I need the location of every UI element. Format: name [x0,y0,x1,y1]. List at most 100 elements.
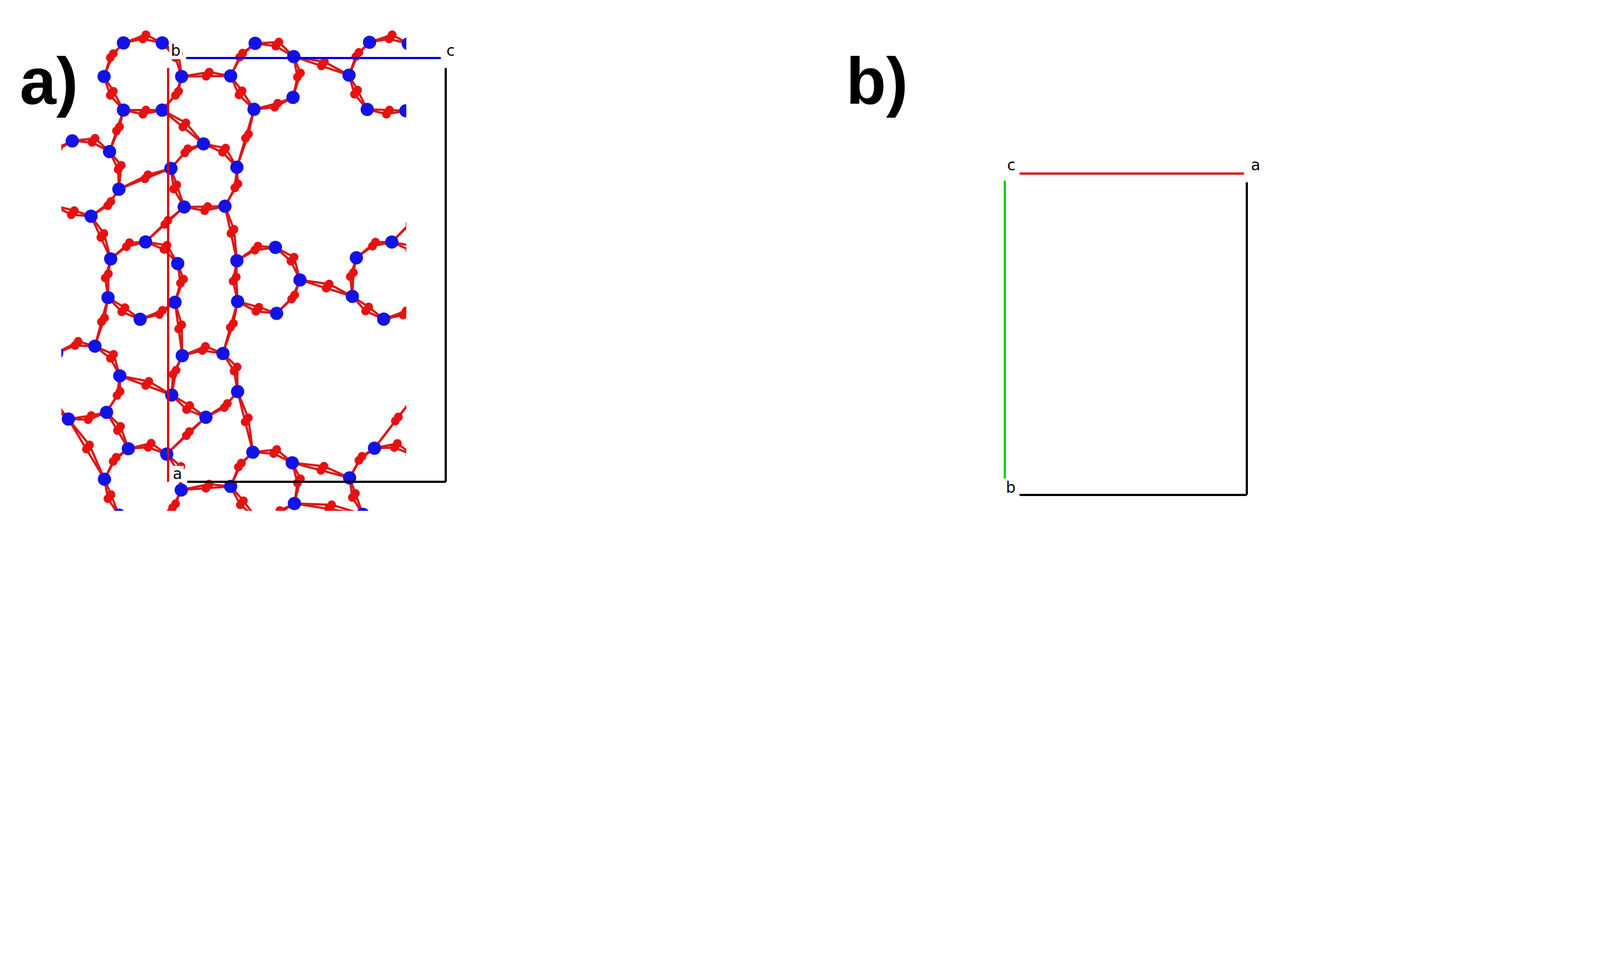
oxygen-atom [84,440,94,450]
oxygen-atom [171,365,181,375]
axis-label: b [1004,479,1018,497]
silicon-atom [101,290,115,304]
oxygen-atom [144,377,154,387]
axis-label: c [444,42,457,60]
oxygen-atom [350,488,360,498]
framework-view-a [36,30,797,936]
silicon-atom [139,235,153,249]
oxygen-atom [354,48,364,57]
silicon-atom [406,448,407,462]
axis-label: a [1249,157,1262,174]
silicon-atom [363,35,377,49]
oxygen-atom [353,85,362,95]
silicon-atom [401,37,407,51]
oxygen-atom [141,105,151,115]
silicon-atom [342,68,356,82]
oxygen-atom [273,98,282,108]
silicon-atom [286,49,301,63]
oxygen-atom [100,313,109,322]
silicon-atom [168,295,182,309]
panel-label: b) [845,48,908,114]
silicon-atom [175,348,189,362]
oxygen-atom [364,302,373,312]
oxygen-atom [290,290,299,300]
silicon-atom [288,497,302,511]
oxygen-atom [238,48,247,58]
silicon-atom [269,306,284,320]
oxygen-atom [231,272,241,282]
silicon-atom [248,36,262,50]
silicon-atom [247,102,261,117]
oxygen-atom [115,387,125,396]
a-axis-line [1019,172,1245,175]
silicon-atom [65,134,79,148]
oxygen-atom [228,319,238,328]
oxygen-atom [171,499,181,509]
oxygen-atom [172,180,182,190]
silicon-atom [216,347,230,361]
oxygen-atom [324,279,334,289]
oxygen-atom [253,241,263,251]
oxygen-atom [143,170,153,180]
oxygen-atom [158,306,168,315]
oxygen-atom [185,401,194,411]
silicon-atom [112,182,126,197]
cell-edge [1245,182,1248,496]
oxygen-atom [185,427,194,436]
silicon-atom [61,412,76,426]
silicon-atom [360,102,374,117]
silicon-atom [133,312,147,326]
oxygen-atom [237,458,246,468]
oxygen-atom [116,160,126,170]
oxygen-atom [401,306,407,316]
oxygen-atom [405,219,407,229]
oxygen-atom [233,179,243,189]
atom-network [61,30,407,511]
silicon-atom [231,384,245,399]
oxygen-atom [357,451,367,461]
oxygen-atom [387,30,397,40]
oxygen-atom [204,67,214,77]
oxygen-atom [405,245,407,255]
oxygen-atom [104,269,113,279]
framework-view-b [916,55,1553,884]
silicon-atom [286,90,300,105]
oxygen-atom [393,439,402,448]
oxygen-atom [141,30,151,40]
silicon-atom [155,36,169,50]
atom-network-scaled [61,30,407,511]
panel-label: a) [19,48,79,114]
oxygen-atom [99,228,109,238]
silicon-atom [61,346,64,360]
a-axis-line [167,67,170,482]
silicon-atom [159,447,174,461]
unit-cells [168,58,1247,496]
silicon-atom [170,256,184,270]
silicon-atom [223,69,238,83]
oxygen-atom [181,118,191,128]
oxygen-atom [174,87,183,96]
silicon-atom [229,254,244,268]
silicon-atom [102,145,117,159]
silicon-atom [285,456,299,470]
silicon-atom [399,104,407,118]
oxygen-atom [272,445,281,454]
oxygen-atom [179,274,188,284]
oxygen-atom [162,240,172,250]
oxygen-atom [319,462,329,471]
oxygen-atom [243,413,253,423]
oxygen-atom [61,142,63,152]
oxygen-atom [289,252,299,262]
axis-label: c [1005,157,1017,174]
oxygen-atom [177,320,187,330]
cell-edge [444,67,447,482]
silicon-atom [377,312,391,326]
silicon-atom [196,137,210,151]
oxygen-atom [238,496,248,506]
oxygen-atom [394,412,404,422]
silicon-atom [98,472,112,486]
oxygen-atom [90,134,100,143]
silicon-atom [121,441,135,456]
